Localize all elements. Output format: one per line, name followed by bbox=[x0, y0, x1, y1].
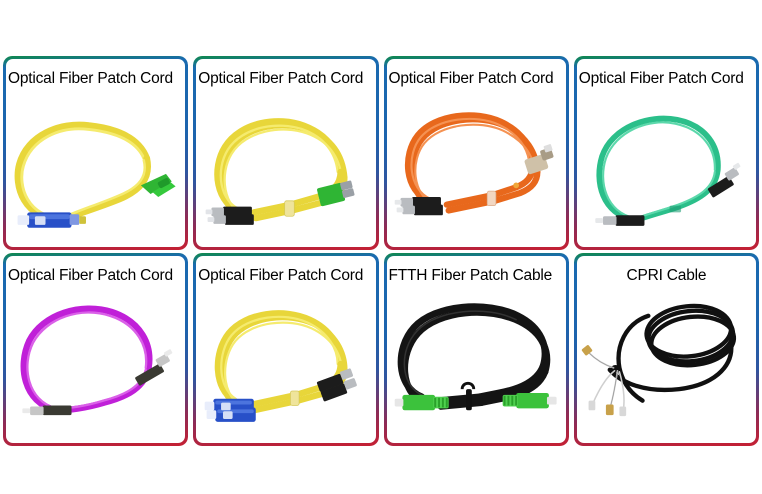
lc-pigtail-tips bbox=[581, 345, 626, 417]
st-upc-connector bbox=[317, 368, 358, 402]
product-card-2-title: Optical Fiber Patch Cord bbox=[198, 70, 364, 87]
product-card-4[interactable]: Optical Fiber Patch Cord bbox=[573, 56, 759, 250]
product-card-7-photo bbox=[387, 287, 566, 443]
product-card-4-title: Optical Fiber Patch Cord bbox=[578, 70, 744, 87]
fc-upc-connector-right bbox=[707, 162, 741, 197]
product-card-5-photo bbox=[6, 287, 185, 443]
product-grid: Optical Fiber Patch Cord bbox=[3, 56, 759, 446]
sc-apc-connector-right bbox=[502, 392, 557, 409]
fc-upc-connector-left bbox=[595, 214, 645, 226]
product-card-3-photo bbox=[387, 91, 566, 247]
sc-upc-connector bbox=[17, 211, 80, 228]
product-card-6[interactable]: Optical Fiber Patch Cord bbox=[193, 252, 379, 446]
product-card-3-title: Optical Fiber Patch Cord bbox=[388, 70, 554, 87]
product-card-5[interactable]: Optical Fiber Patch Cord bbox=[3, 252, 189, 446]
fc-apc-connector bbox=[317, 180, 355, 206]
fc-upc-connector-right bbox=[135, 349, 173, 386]
lc-apc-connector bbox=[140, 173, 176, 197]
product-card-7-title: FTTH Fiber Patch Cable bbox=[388, 266, 553, 284]
sc-upc-connector bbox=[204, 398, 256, 422]
product-card-1-photo bbox=[6, 91, 185, 247]
fc-upc-connector-left bbox=[22, 405, 72, 416]
product-card-6-title: Optical Fiber Patch Cord bbox=[198, 266, 364, 284]
lc-upc-connector bbox=[524, 143, 553, 174]
product-card-2[interactable]: Optical Fiber Patch Cord bbox=[193, 56, 379, 250]
fc-upc-connector bbox=[205, 206, 255, 225]
product-card-8-title: CPRI Cable bbox=[626, 266, 707, 284]
product-card-5-title: Optical Fiber Patch Cord bbox=[8, 266, 173, 284]
fc-upc-connector bbox=[394, 196, 443, 215]
sc-apc-connector-left bbox=[394, 394, 449, 411]
product-card-3[interactable]: Optical Fiber Patch Cord bbox=[383, 56, 569, 250]
cable-tie bbox=[460, 381, 475, 411]
product-card-8-photo bbox=[577, 287, 756, 443]
product-card-8[interactable]: CPRI Cable bbox=[573, 252, 759, 446]
product-card-6-photo bbox=[196, 287, 375, 443]
product-card-1[interactable]: Optical Fiber Patch Cord bbox=[3, 56, 189, 250]
product-card-2-photo bbox=[196, 91, 375, 247]
product-card-7[interactable]: FTTH Fiber Patch Cable bbox=[383, 252, 569, 446]
product-card-4-photo bbox=[577, 91, 756, 247]
product-card-1-title: Optical Fiber Patch Cord bbox=[8, 70, 173, 87]
